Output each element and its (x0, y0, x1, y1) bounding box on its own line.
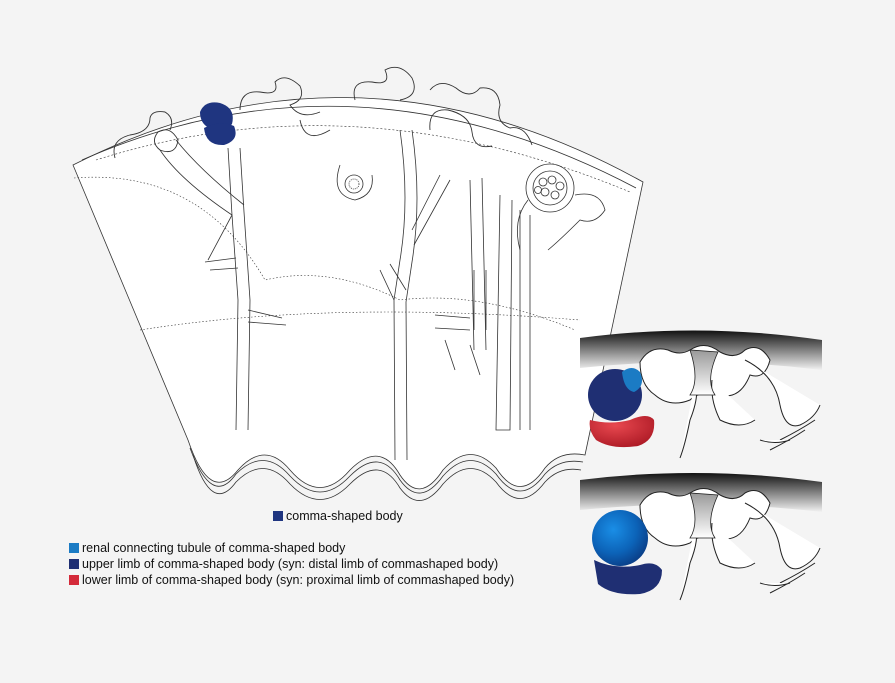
legend-item-lower: lower limb of comma-shaped body (syn: pr… (69, 573, 514, 589)
kidney-section (72, 66, 644, 501)
inset-lower (580, 472, 822, 601)
renal-connecting-tubule (622, 368, 642, 392)
medulla-boundary (139, 311, 581, 331)
legend-text: renal connecting tubule of comma-shaped … (82, 541, 346, 555)
legend: renal connecting tubule of comma-shaped … (69, 541, 514, 589)
papilla-rim-2 (192, 454, 582, 501)
legend-text: lower limb of comma-shaped body (syn: pr… (82, 573, 515, 587)
section-outline (72, 97, 644, 490)
comma-body-upper (592, 510, 648, 566)
convoluted-tubules (113, 66, 533, 159)
glomerulus (516, 163, 606, 251)
legend-item-upper: upper limb of comma-shaped body (syn: di… (69, 557, 514, 573)
legend-swatch (69, 543, 79, 553)
inset-upper (580, 330, 822, 459)
label-text: comma-shaped body (286, 509, 403, 523)
comma-shaped-body-label: comma-shaped body (273, 509, 403, 523)
legend-swatch (69, 575, 79, 585)
legend-swatch (69, 559, 79, 569)
collecting-duct-left (159, 139, 287, 431)
comma-body-lower-limb (594, 560, 662, 595)
small-corpuscle (336, 164, 373, 201)
collecting-duct-right (434, 177, 531, 431)
papilla-rim-1 (189, 447, 584, 494)
legend-text: upper limb of comma-shaped body (syn: di… (82, 557, 499, 571)
legend-swatch (273, 511, 283, 521)
comma-shaped-body-main (200, 102, 236, 146)
lower-limb (589, 416, 655, 448)
collecting-duct-middle (379, 129, 451, 461)
legend-item-renal: renal connecting tubule of comma-shaped … (69, 541, 514, 557)
